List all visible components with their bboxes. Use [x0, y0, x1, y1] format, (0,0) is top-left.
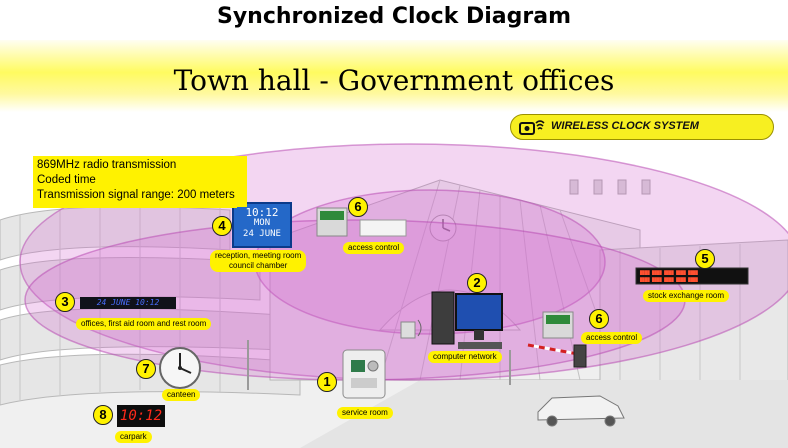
- marker-7: 7: [136, 359, 156, 379]
- label-computer-network: computer network: [428, 351, 502, 363]
- label-stock-exchange: stock exchange room: [643, 290, 730, 302]
- info-line-range: Transmission signal range: 200 meters: [37, 189, 235, 201]
- page-title: Synchronized Clock Diagram: [217, 4, 571, 29]
- master-clock-unit: [342, 349, 386, 399]
- label-reception: reception, meeting room council chamber: [210, 250, 307, 272]
- marker-3: 3: [55, 292, 75, 312]
- label-access-control-right: access control: [581, 332, 643, 344]
- reception-time: 10:12: [245, 206, 279, 219]
- office-strip-display: 24 JUNE 10:12: [80, 297, 176, 309]
- car: [537, 395, 625, 427]
- reception-day: MON: [253, 218, 271, 228]
- label-access-control-top: access control: [343, 242, 405, 254]
- marker-1: 1: [317, 372, 337, 392]
- reception-date: 24 JUNE: [243, 229, 281, 239]
- marker-4: 4: [212, 216, 232, 236]
- wireless-clock-icon: [519, 120, 545, 135]
- marker-5: 5: [695, 249, 715, 269]
- info-line-frequency: 869MHz radio transmission: [37, 159, 177, 171]
- marker-6-right: 6: [589, 309, 609, 329]
- wireless-clock-badge: WIRELESS CLOCK SYSTEM: [510, 114, 774, 140]
- label-canteen: canteen: [162, 389, 201, 401]
- wireless-clock-label: WIRELESS CLOCK SYSTEM: [551, 120, 699, 132]
- access-barrier: [527, 343, 587, 368]
- label-service-room: service room: [337, 407, 393, 419]
- transmission-info-box: 869MHz radio transmission Coded time Tra…: [33, 156, 247, 208]
- header-band: [0, 40, 788, 112]
- page-subtitle: Town hall - Government offices: [173, 64, 615, 97]
- marker-8: 8: [93, 405, 113, 425]
- office-strip-text: 24 JUNE 10:12: [96, 298, 160, 307]
- info-line-coded-time: Coded time: [37, 174, 96, 186]
- antenna-icon: [400, 319, 422, 339]
- analog-clock-icon: [159, 347, 201, 389]
- label-offices: offices, first aid room and rest room: [76, 318, 212, 330]
- svg-text:████ ████ ████ ████ ████: ████ ████ ████ ████ ████: [639, 270, 698, 275]
- reception-clock-display: 10:12 MON 24 JUNE: [237, 207, 287, 243]
- svg-text:████ ████ ████ ████ ████: ████ ████ ████ ████ ████: [639, 277, 698, 282]
- access-control-module-b: [542, 311, 574, 339]
- computer-network-icon: [431, 291, 503, 349]
- carpark-time: 10:12: [119, 408, 163, 424]
- marker-6-top: 6: [348, 197, 368, 217]
- label-carpark: carpark: [115, 431, 152, 443]
- access-control-module-a: [316, 207, 407, 237]
- carpark-clock-display: 10:12: [117, 405, 165, 427]
- marker-2: 2: [467, 273, 487, 293]
